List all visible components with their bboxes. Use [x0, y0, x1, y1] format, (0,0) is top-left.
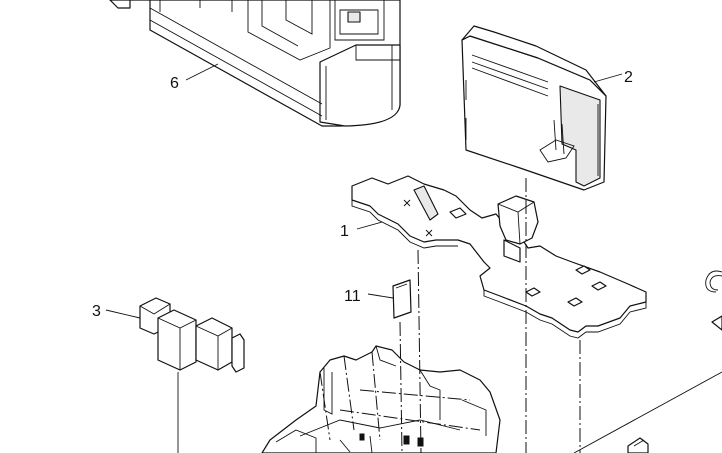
callout-6: 6	[170, 75, 179, 92]
part-2-module	[461, 25, 607, 191]
lower-chassis	[261, 345, 501, 453]
callout-3: 3	[92, 303, 101, 320]
cable-fragment	[705, 270, 722, 331]
part-1-plate	[351, 175, 647, 339]
assembly-lines	[177, 178, 581, 453]
lower-right-fragment	[573, 371, 722, 453]
callout-leaders	[105, 63, 623, 319]
callout-11: 11	[344, 288, 361, 305]
callout-2: 2	[624, 69, 633, 86]
part-11-sheet	[392, 279, 412, 319]
callout-1: 1	[340, 223, 349, 240]
part-6-housing	[109, 0, 401, 127]
part-3-block	[139, 297, 245, 373]
